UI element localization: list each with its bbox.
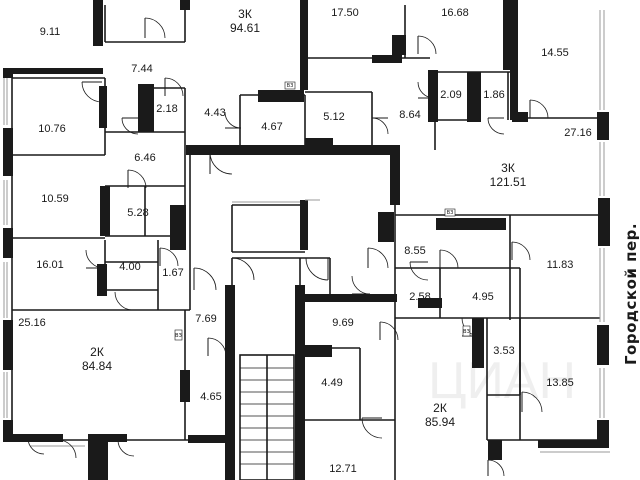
room-area: 13.85 [546,377,574,389]
apartment-labels: 3К 94.61 3К 121.51 2К 84.84 2К 85.94 [82,7,527,429]
apartment-type: 2К [90,345,104,359]
room-area: 2.09 [440,89,461,101]
room-area: 4.65 [200,391,221,403]
room-area: 5.12 [323,111,344,123]
vent-tags: ВЗ ВЗ ВЗ ВЗ [174,81,471,341]
apartment-type: 3К [238,7,252,21]
apartment-type: 3К [501,161,515,175]
room-area: 10.76 [38,123,66,135]
apartment-type: 2К [433,401,447,415]
room-area: 16.68 [441,7,469,19]
room-area: 17.50 [331,7,359,19]
vent-tag: ВЗ [447,210,454,216]
apartment-area: 121.51 [490,175,527,189]
room-area: 2.58 [409,291,430,303]
apartment-area: 85.94 [425,415,455,429]
room-area: 5.28 [127,207,148,219]
vent-tag: ВЗ [287,83,294,89]
room-labels: 9.11 17.50 16.68 14.55 7.44 2.18 4.43 4.… [18,7,592,475]
room-area: 14.55 [541,47,569,59]
room-area: 9.11 [40,26,61,38]
room-area: 12.71 [329,463,357,475]
room-area: 4.00 [119,261,140,273]
room-area: 11.83 [547,259,574,271]
room-area: 8.64 [399,109,420,121]
apartment-area: 84.84 [82,359,112,373]
room-area: 4.95 [472,291,493,303]
vent-tag: ВЗ [175,333,182,339]
room-area: 2.18 [156,103,177,115]
room-area: 9.69 [332,317,353,329]
room-area: 7.44 [131,63,152,75]
room-area: 10.59 [41,193,69,205]
windows [3,10,610,453]
walls [3,0,610,480]
watermark: ЦИАН [428,352,576,410]
room-area: 1.86 [483,89,504,101]
staircase [239,354,295,480]
street-label: Городской пер. [622,223,640,365]
room-area: 6.46 [134,152,155,164]
room-area: 27.16 [564,127,592,139]
room-area: 25.16 [18,317,46,329]
room-area: 4.67 [261,121,282,133]
room-area: 7.69 [195,313,216,325]
vent-tag: ВЗ [463,329,470,335]
room-area: 3.53 [493,345,514,357]
doors [27,17,549,477]
apartment-area: 94.61 [230,21,260,35]
room-area: 16.01 [36,259,64,271]
room-area: 8.55 [404,245,425,257]
room-area: 4.49 [321,377,342,389]
room-area: 1.67 [162,267,183,279]
room-area: 4.43 [204,107,225,119]
